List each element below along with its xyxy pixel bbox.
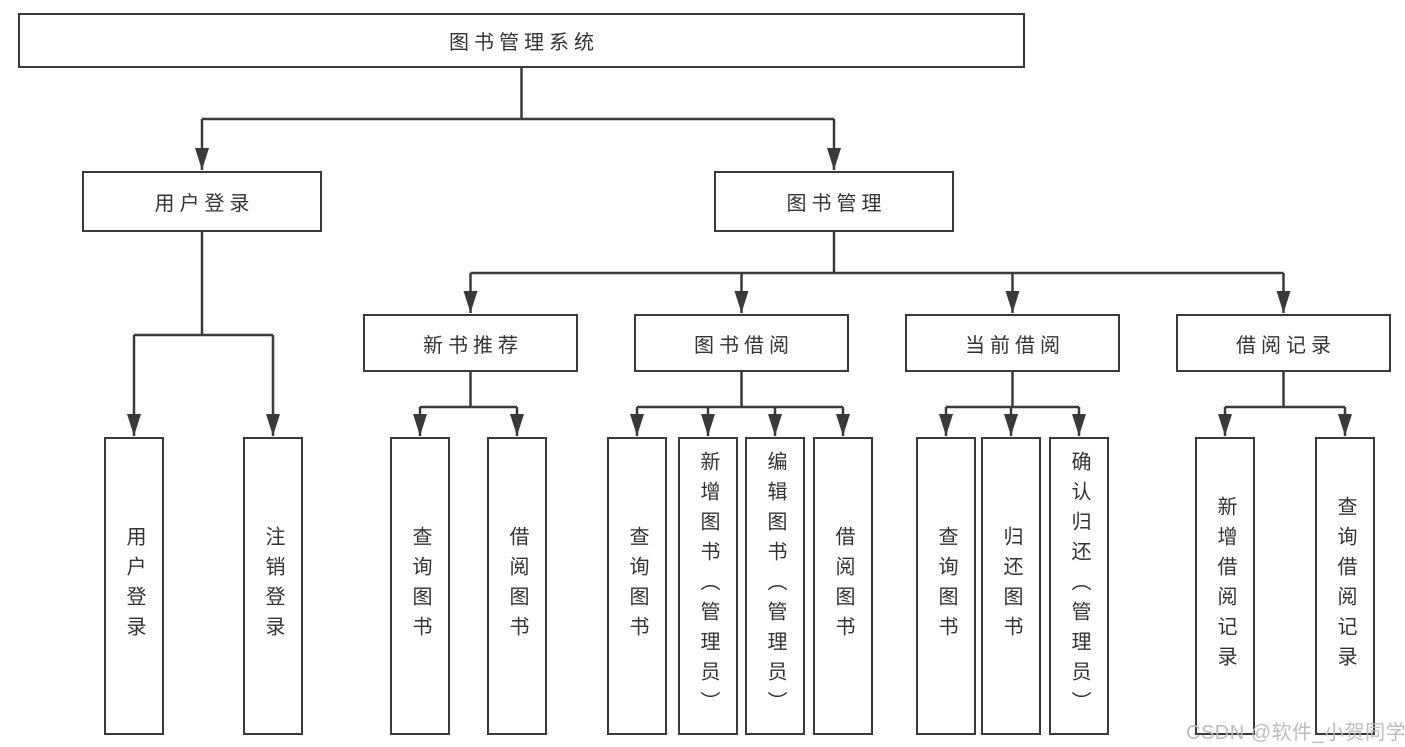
leaf-return-book: 归还图书: [981, 437, 1041, 735]
leaf-borrow-books: 借阅图书: [813, 437, 873, 735]
node-current-borrowing-label: 当前借阅: [965, 334, 1065, 357]
node-new-book-recommend-label: 新书推荐: [423, 334, 523, 357]
leaf-add-book-admin: 新增图书（管理员）: [678, 437, 738, 735]
node-book-management: 图书管理: [714, 171, 954, 232]
leaf-query-borrow-record: 查询借阅记录: [1315, 437, 1375, 735]
leaf-query-books-current-label: 查询图书: [935, 526, 957, 646]
node-book-management-label: 图书管理: [786, 193, 887, 215]
leaf-logout-label: 注销登录: [262, 526, 284, 646]
leaf-return-book-label: 归还图书: [1000, 526, 1022, 646]
leaf-borrow-books-recommend-label: 借阅图书: [506, 526, 528, 646]
leaf-logout: 注销登录: [243, 437, 303, 735]
leaf-query-books-recommend-label: 查询图书: [409, 526, 431, 646]
node-borrow-records-label: 借阅记录: [1236, 334, 1336, 357]
leaf-edit-book-admin: 编辑图书（管理员）: [745, 437, 805, 735]
leaf-add-book-admin-label: 新增图书（管理员）: [697, 451, 719, 721]
leaf-add-borrow-record: 新增借阅记录: [1195, 437, 1255, 735]
node-current-borrowing: 当前借阅: [905, 314, 1120, 372]
leaf-borrow-books-label: 借阅图书: [832, 526, 854, 646]
node-root: 图书管理系统: [18, 13, 1025, 68]
leaf-borrow-books-recommend: 借阅图书: [487, 437, 547, 735]
leaf-query-borrow-record-label: 查询借阅记录: [1334, 496, 1356, 676]
leaf-confirm-return-admin: 确认归还（管理员）: [1049, 437, 1109, 735]
leaf-query-books-current: 查询图书: [916, 437, 976, 735]
node-root-label: 图书管理系统: [449, 32, 599, 54]
node-new-book-recommend: 新书推荐: [363, 314, 578, 372]
node-borrow-records: 借阅记录: [1176, 314, 1391, 372]
leaf-query-books-borrow: 查询图书: [607, 437, 667, 735]
leaf-user-login: 用户登录: [104, 437, 164, 735]
leaf-query-books-borrow-label: 查询图书: [626, 526, 648, 646]
leaf-add-borrow-record-label: 新增借阅记录: [1214, 496, 1236, 676]
leaf-edit-book-admin-label: 编辑图书（管理员）: [764, 451, 786, 721]
leaf-confirm-return-admin-label: 确认归还（管理员）: [1068, 451, 1090, 721]
node-book-borrowing-label: 图书借阅: [694, 334, 794, 357]
watermark-text: CSDN @软件_小贺同学: [1186, 722, 1405, 744]
node-book-borrowing: 图书借阅: [634, 314, 849, 372]
leaf-query-books-recommend: 查询图书: [390, 437, 450, 735]
node-user-login: 用户登录: [82, 171, 322, 232]
leaf-user-login-label: 用户登录: [123, 526, 145, 646]
node-user-login-label: 用户登录: [154, 193, 255, 215]
